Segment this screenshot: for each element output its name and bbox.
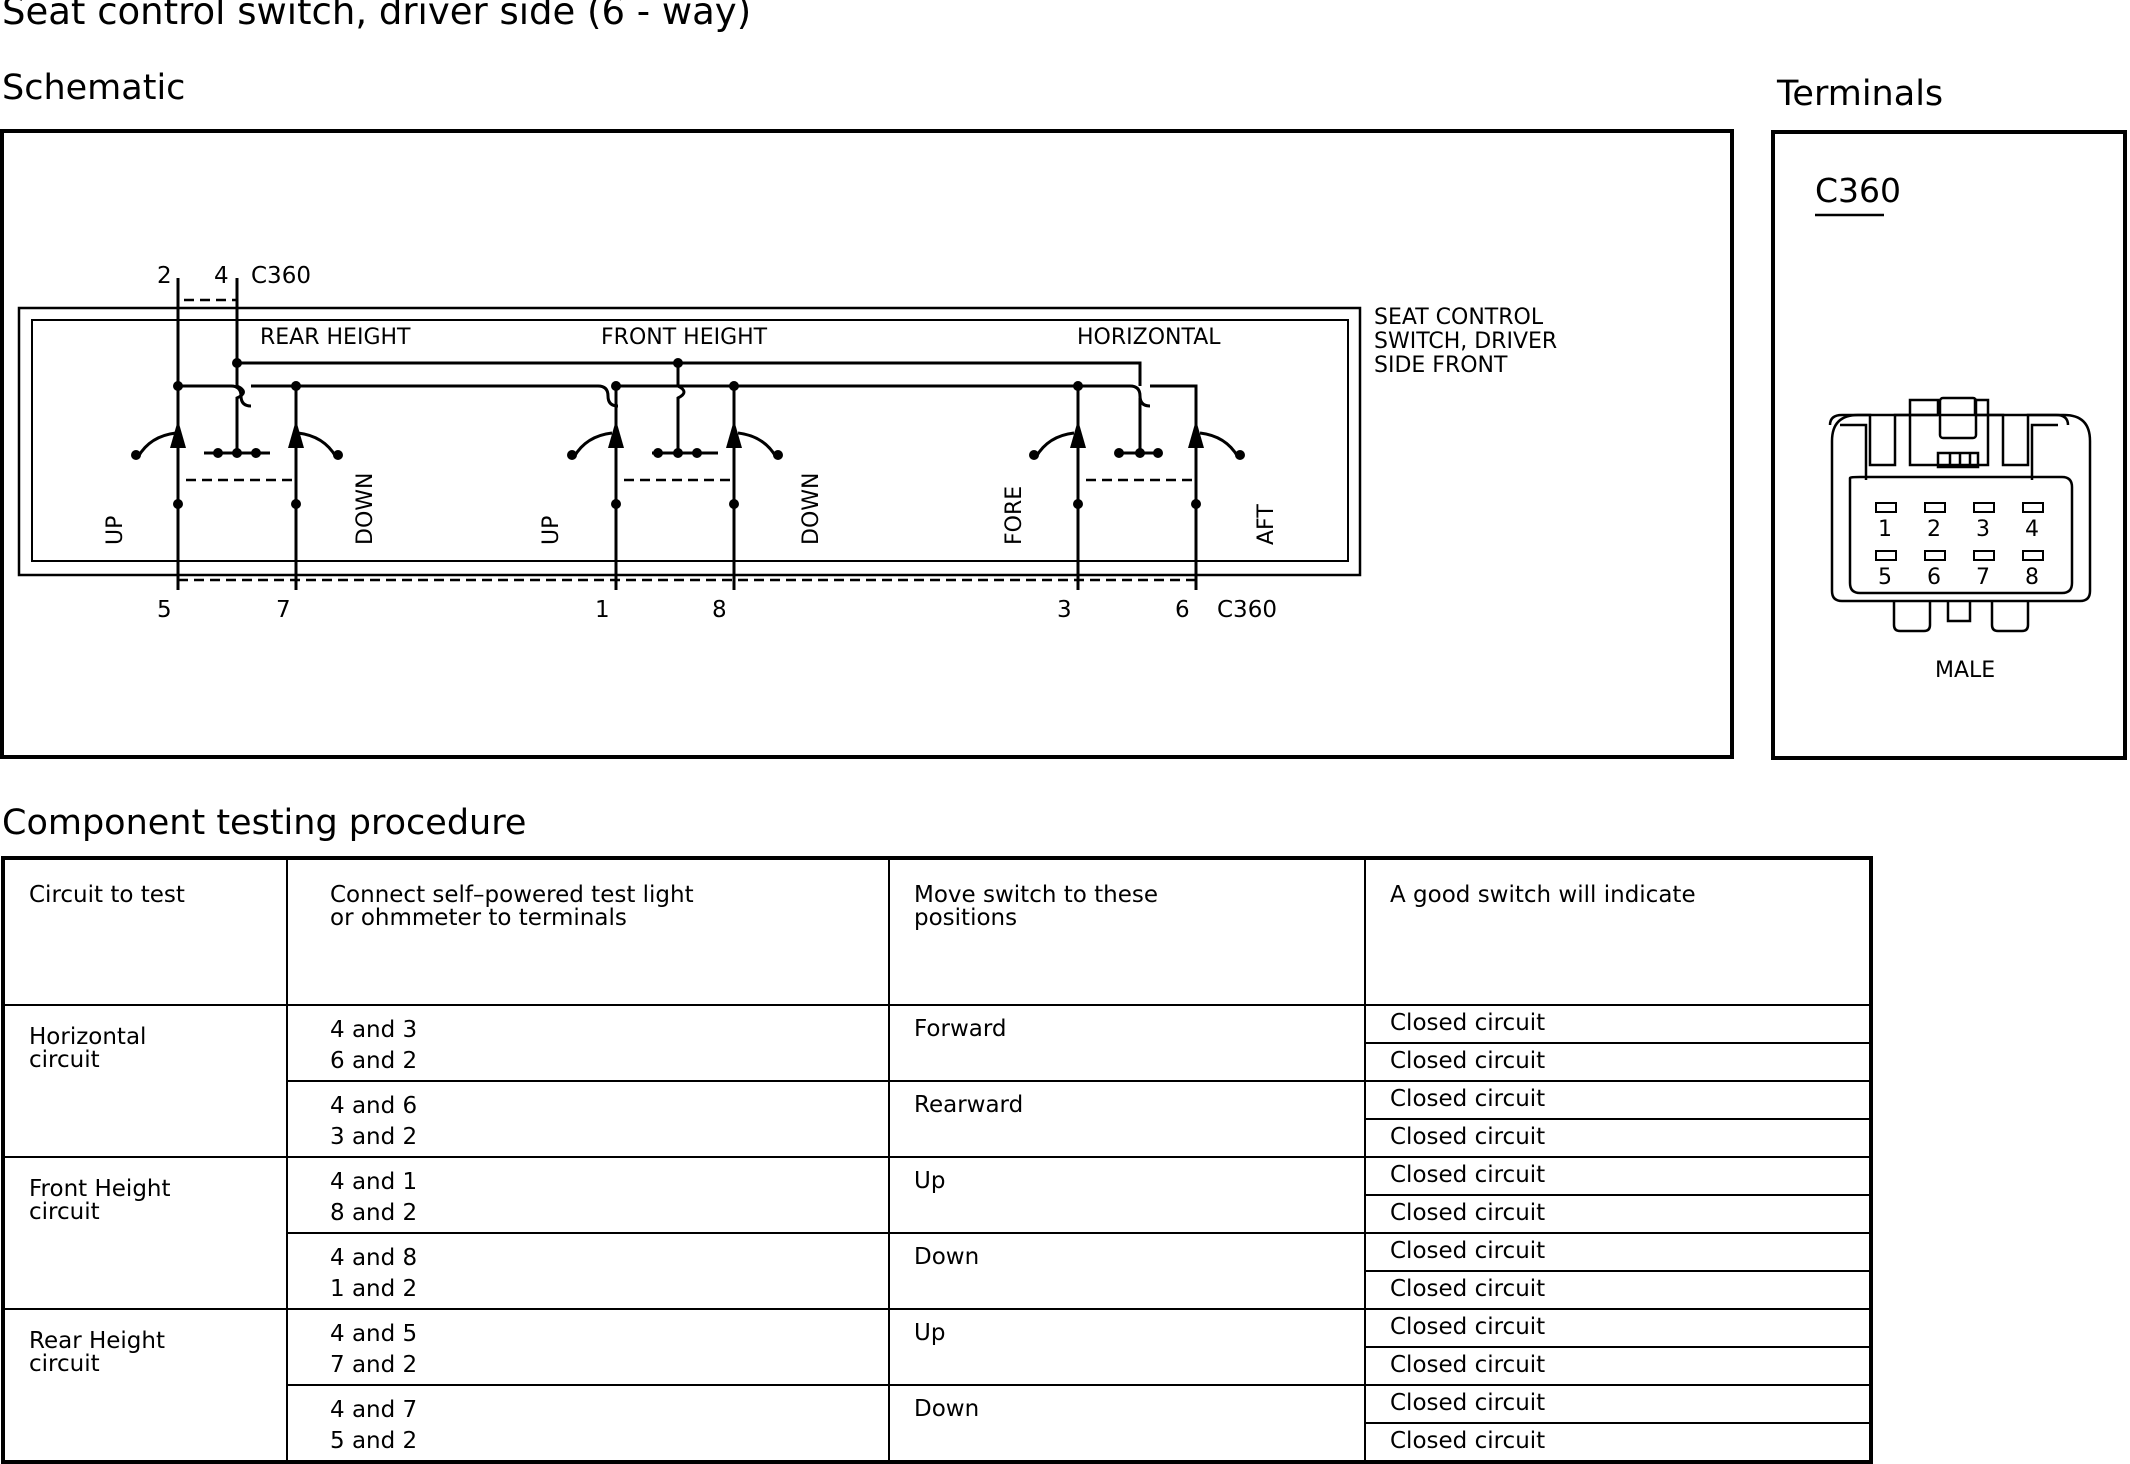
pin-bottom-1: 1 (595, 597, 610, 623)
pin-bottom-5: 5 (157, 597, 172, 623)
terminals-diagram: C360 1 2 3 4 5 6 7 8 MALE (1771, 130, 2127, 760)
schematic-wiring (176, 278, 1198, 590)
pin-top-4: 4 (214, 263, 229, 289)
connector-label-top: C360 (251, 263, 311, 289)
schematic-title: Schematic (2, 68, 186, 108)
terminal-pin-7: 7 (1976, 565, 1990, 590)
junction-dots (131, 358, 1245, 509)
terminal-pin-6: 6 (1927, 565, 1941, 590)
label-rear-up: UP (103, 516, 128, 545)
mechanical-links (178, 298, 1196, 582)
connector-drawing (1828, 396, 2092, 633)
terminal-pin-5: 5 (1878, 565, 1892, 590)
connector-label-bottom: C360 (1217, 597, 1277, 623)
terminal-pin-4: 4 (2025, 517, 2039, 542)
pin-bottom-6: 6 (1175, 597, 1190, 623)
section-front-height: FRONT HEIGHT (601, 325, 768, 350)
terminal-pin-2: 2 (1927, 517, 1941, 542)
pin-bottom-8: 8 (712, 597, 727, 623)
header-indication: A good switch will indicate (1364, 857, 1872, 1006)
label-front-up: UP (539, 516, 564, 545)
terminals-frame (1771, 130, 2127, 760)
component-label-line-1: SEAT CONTROL (1374, 305, 1544, 330)
label-horizontal-aft: AFT (1254, 504, 1279, 545)
terminal-pin-8: 8 (2025, 565, 2039, 590)
terminals-connector-name: C360 (1815, 171, 1901, 210)
terminal-pins (1875, 502, 2044, 561)
terminal-pin-3: 3 (1976, 517, 1990, 542)
schematic-diagram: 2 4 C360 5 7 1 8 3 6 C360 REAR HEIGHT FR… (0, 129, 1734, 759)
page-title: Seat control switch, driver side (6 - wa… (2, 0, 752, 33)
schematic-frame (0, 129, 1734, 759)
section-rear-height: REAR HEIGHT (260, 325, 411, 350)
table-row: Closed circuit (3, 1346, 1872, 1386)
pin-bottom-3: 3 (1057, 597, 1072, 623)
arrowheads (170, 420, 1204, 448)
pin-bottom-7: 7 (276, 597, 291, 623)
table-row: Closed circuit (3, 1270, 1872, 1310)
component-label-line-3: SIDE FRONT (1374, 353, 1508, 378)
switch-inner-box (31, 319, 1349, 562)
header-circuit: Circuit to test (2, 857, 288, 1006)
procedure-title: Component testing procedure (2, 803, 527, 843)
table-row: Closed circuit (3, 1194, 1872, 1234)
switch-outer-box (17, 306, 1362, 577)
table-row: Closed circuit (3, 1042, 1872, 1082)
table-row: Closed circuit (3, 1118, 1872, 1158)
bus-pin-4 (235, 278, 1142, 386)
label-horizontal-fore: FORE (1002, 486, 1027, 545)
procedure-table: Circuit to test Connect self–powered tes… (1, 856, 1873, 1464)
component-label-line-2: SWITCH, DRIVER (1374, 329, 1557, 354)
pin-top-2: 2 (157, 263, 172, 289)
label-rear-down: DOWN (353, 473, 378, 545)
label-front-down: DOWN (799, 473, 824, 545)
connector-gender: MALE (1935, 658, 1995, 683)
section-horizontal: HORIZONTAL (1077, 325, 1221, 350)
terminal-pin-1: 1 (1878, 517, 1892, 542)
table-header-row: Circuit to test Connect self–powered tes… (2, 857, 1872, 1006)
terminals-title: Terminals (1777, 74, 1944, 114)
